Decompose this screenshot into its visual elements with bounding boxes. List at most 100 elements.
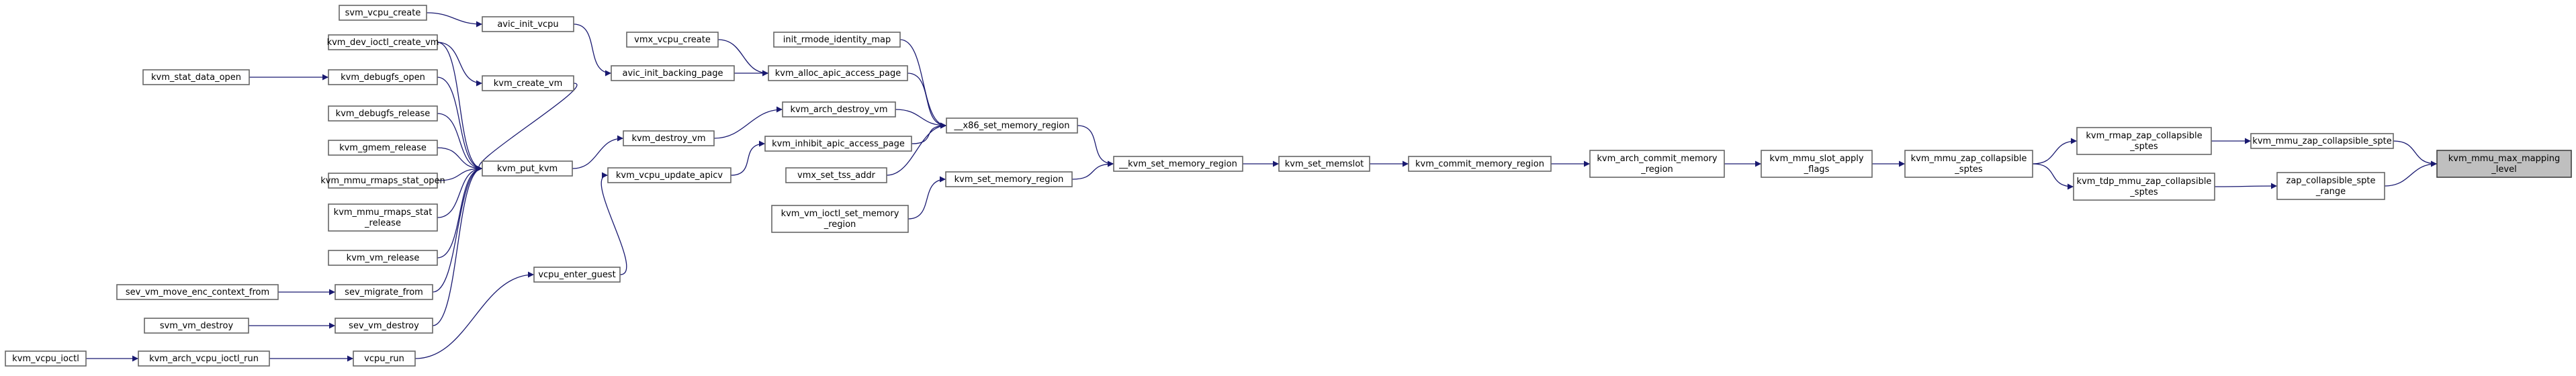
edge-kvm_inhibit_apic_access_page-to-x86_set_memory_region bbox=[911, 122, 947, 144]
node-svm-vm-destroy[interactable]: svm_vm_destroy bbox=[144, 318, 249, 334]
node-box bbox=[353, 350, 416, 367]
node-label: vmx_set_tss_addr bbox=[797, 171, 876, 181]
node-box bbox=[328, 173, 438, 189]
node-box bbox=[1761, 150, 1873, 178]
node-kvm-mmu-rmaps-stat-open[interactable]: kvm_mmu_rmaps_stat_open bbox=[320, 173, 445, 189]
node-kvm-set-memslot[interactable]: kvm_set_memslot bbox=[1278, 156, 1370, 172]
node-sev-vm-move-enc-context-from[interactable]: sev_vm_move_enc_context_from bbox=[116, 284, 279, 300]
node-box bbox=[1113, 156, 1243, 172]
node-kvm-debugfs-open[interactable]: kvm_debugfs_open bbox=[328, 69, 438, 85]
node-box bbox=[2276, 172, 2385, 200]
node-box bbox=[142, 69, 250, 85]
edge-init_rmode_identity_map-to-x86_set_memory_region bbox=[899, 39, 947, 129]
node-kvm-mmu-zap-collapsible-spte[interactable]: kvm_mmu_zap_collapsible_spte bbox=[2250, 133, 2394, 149]
node-box bbox=[339, 5, 427, 21]
node-label: init_rmode_identity_map bbox=[783, 35, 891, 45]
node-box bbox=[328, 140, 438, 156]
node-zap-collapsible-spte-range[interactable]: zap_collapsible_spte_range bbox=[2276, 172, 2385, 200]
node-label: kvm_mmu_zap_collapsible_spte bbox=[2252, 136, 2391, 146]
node-box bbox=[482, 75, 574, 91]
node-vmx-set-tss-addr[interactable]: vmx_set_tss_addr bbox=[785, 167, 887, 183]
node-kvm-set-memory-region[interactable]: kvm_set_memory_region bbox=[945, 171, 1073, 187]
edge-kvm_vm_release-to-kvm_put_kvm bbox=[437, 165, 483, 258]
node-label: kvm_arch_commit_memory bbox=[1597, 154, 1718, 164]
node-init-rmode-identity-map[interactable]: init_rmode_identity_map bbox=[773, 32, 901, 48]
node-kvm-arch-commit-memory-region[interactable]: kvm_arch_commit_memory_region bbox=[1589, 150, 1725, 178]
node-label: svm_vcpu_create bbox=[345, 8, 421, 18]
edge-kvm_vm_ioctl_set_memory_region-to-kvm_set_memory_region bbox=[907, 176, 946, 220]
edge-kvm_create_vm-to-kvm_put_kvm bbox=[476, 83, 578, 172]
node-box bbox=[768, 65, 908, 81]
node-vcpu-run[interactable]: vcpu_run bbox=[353, 350, 416, 367]
node-kvm-vcpu-ioctl[interactable]: kvm_vcpu_ioctl bbox=[5, 350, 87, 367]
node-label: kvm_rmap_zap_collapsible bbox=[2086, 131, 2202, 141]
node-label: kvm_debugfs_open bbox=[341, 73, 425, 83]
node-label: _range bbox=[2315, 187, 2346, 197]
node-label: kvm_arch_destroy_vm bbox=[791, 105, 888, 115]
node-avic-init-backing-page[interactable]: avic_init_backing_page bbox=[611, 65, 735, 81]
node-kvm-mmu-slot-apply-flags[interactable]: kvm_mmu_slot_apply_flags bbox=[1761, 150, 1873, 178]
node-kvm-put-kvm[interactable]: kvm_put_kvm bbox=[482, 160, 573, 177]
node-box bbox=[533, 267, 621, 283]
node-x86-set-memory-region[interactable]: __x86_set_memory_region bbox=[946, 117, 1078, 134]
node-svm-vcpu-create[interactable]: svm_vcpu_create bbox=[339, 5, 427, 21]
node-kvm-destroy-vm[interactable]: kvm_destroy_vm bbox=[623, 130, 715, 146]
node-label: _region bbox=[824, 220, 856, 230]
node-box bbox=[328, 69, 438, 85]
node-box bbox=[116, 284, 279, 300]
node---kvm-set-memory-region[interactable]: __kvm_set_memory_region bbox=[1113, 156, 1243, 172]
node-box bbox=[785, 167, 887, 183]
node-box bbox=[5, 350, 87, 367]
node-kvm-vm-release[interactable]: kvm_vm_release bbox=[328, 250, 438, 266]
node-kvm-vcpu-update-apicv[interactable]: kvm_vcpu_update_apicv bbox=[607, 167, 731, 183]
edge-kvm_set_memory_region-to-__kvm_set_memory_region bbox=[1071, 160, 1114, 180]
edge-sev_migrate_from-to-kvm_put_kvm bbox=[432, 165, 483, 293]
node-vmx-vcpu-create[interactable]: vmx_vcpu_create bbox=[626, 32, 719, 48]
edge-vcpu_run-to-vcpu_enter_guest bbox=[414, 271, 535, 359]
edge-kvm_mmu_zap_collapsible_sptes-to-kvm_tdp_mmu_zap_collapsible_sptes bbox=[2032, 163, 2074, 190]
edge-vmx_set_tss_addr-to-x86_set_memory_region bbox=[886, 122, 947, 176]
node-kvm-tdp-mmu-zap-collapsible-sptes[interactable]: kvm_tdp_mmu_zap_collapsible_sptes bbox=[2073, 173, 2215, 201]
node-kvm-dev-ioctl-create-vm[interactable]: kvm_dev_ioctl_create_vm bbox=[327, 34, 439, 50]
node-label: kvm_alloc_apic_access_page bbox=[775, 68, 901, 79]
edge-kvm_gmem_release-to-kvm_put_kvm bbox=[437, 147, 483, 172]
node-kvm-commit-memory-region[interactable]: kvm_commit_memory_region bbox=[1408, 156, 1552, 172]
node-label: kvm_mmu_max_mapping bbox=[2448, 154, 2561, 164]
node-box bbox=[1278, 156, 1370, 172]
node-sev-migrate-from[interactable]: sev_migrate_from bbox=[335, 284, 433, 300]
node-box bbox=[335, 318, 433, 334]
node-kvm-gmem-release[interactable]: kvm_gmem_release bbox=[328, 140, 438, 156]
node-box bbox=[482, 16, 574, 32]
node-label: _release bbox=[364, 218, 401, 228]
edge-kvm_alloc_apic_access_page-to-x86_set_memory_region bbox=[907, 73, 947, 129]
node-label: vmx_vcpu_create bbox=[634, 35, 711, 45]
node-sev-vm-destroy[interactable]: sev_vm_destroy bbox=[335, 318, 433, 334]
node-label: kvm_vcpu_update_apicv bbox=[616, 171, 723, 181]
node-kvm-rmap-zap-collapsible-sptes[interactable]: kvm_rmap_zap_collapsible_sptes bbox=[2076, 127, 2212, 155]
node-label: kvm_destroy_vm bbox=[631, 134, 705, 144]
node-kvm-stat-data-open[interactable]: kvm_stat_data_open bbox=[142, 69, 250, 85]
node-kvm-arch-destroy-vm[interactable]: kvm_arch_destroy_vm bbox=[782, 101, 896, 117]
node-kvm-alloc-apic-access-page[interactable]: kvm_alloc_apic_access_page bbox=[768, 65, 908, 81]
node-kvm-create-vm[interactable]: kvm_create_vm bbox=[482, 75, 574, 91]
node-label: kvm_mmu_slot_apply bbox=[1769, 154, 1863, 164]
node-kvm-mmu-zap-collapsible-sptes[interactable]: kvm_mmu_zap_collapsible_sptes bbox=[1904, 150, 2033, 178]
node-kvm-vm-ioctl-set-memory-region[interactable]: kvm_vm_ioctl_set_memory_region bbox=[771, 205, 909, 233]
node-kvm-debugfs-release[interactable]: kvm_debugfs_release bbox=[328, 105, 438, 122]
node-vcpu-enter-guest[interactable]: vcpu_enter_guest bbox=[533, 267, 621, 283]
node-label: _flags bbox=[1804, 164, 1830, 175]
node-box bbox=[945, 171, 1073, 187]
edge-sev_vm_destroy-to-kvm_put_kvm bbox=[432, 165, 483, 326]
node-kvm-arch-vcpu-ioctl-run[interactable]: kvm_arch_vcpu_ioctl_run bbox=[138, 350, 270, 367]
node-label: _sptes bbox=[1954, 164, 1983, 175]
node-label: kvm_create_vm bbox=[494, 79, 563, 89]
edge-kvm_destroy_vm-to-kvm_arch_destroy_vm bbox=[713, 106, 783, 139]
node-box bbox=[328, 203, 438, 232]
edge-kvm_put_kvm-to-kvm_destroy_vm bbox=[572, 135, 624, 169]
node-label: kvm_arch_vcpu_ioctl_run bbox=[149, 354, 259, 364]
edge-vcpu_enter_guest-to-kvm_vcpu_update_apicv bbox=[601, 172, 627, 275]
node-kvm-mmu-rmaps-stat-release[interactable]: kvm_mmu_rmaps_stat_release bbox=[328, 203, 438, 232]
node-box bbox=[482, 160, 573, 177]
node-avic-init-vcpu[interactable]: avic_init_vcpu bbox=[482, 16, 574, 32]
node-kvm-inhibit-apic-access-page[interactable]: kvm_inhibit_apic_access_page bbox=[764, 136, 912, 152]
